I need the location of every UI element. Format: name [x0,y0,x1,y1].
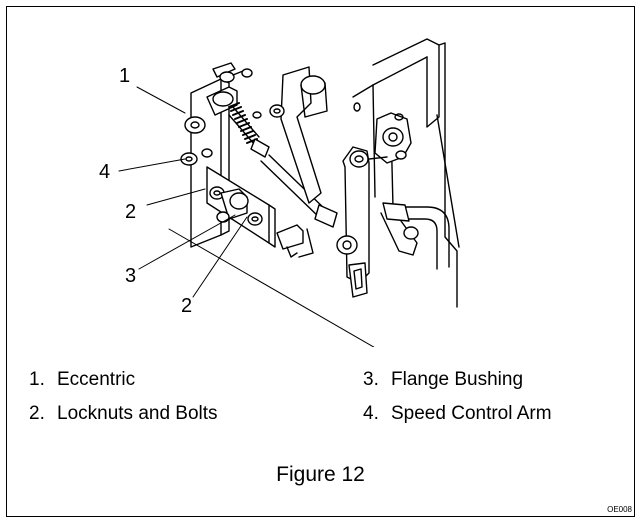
callout-2-lower: 2 [181,295,193,317]
legend-text: Locknuts and Bolts [57,403,218,424]
legend-item-4: 4. Speed Control Arm [363,403,552,425]
callout-3: 3 [125,265,137,287]
speed-control-arm-part [342,112,412,284]
callout-4: 4 [99,161,111,183]
legend-text: Speed Control Arm [391,403,552,424]
guide-line [168,228,375,347]
leader-lines [118,86,248,298]
legend-number: 4. [363,403,379,424]
control-tube [380,202,450,270]
legend-number: 1. [29,369,45,390]
legend-text: Flange Bushing [391,369,524,390]
mechanism-illustration [118,38,460,347]
callout-2-upper: 2 [125,201,137,223]
legend-item-1: 1. Eccentric [29,369,135,391]
legend-text: Eccentric [57,369,136,390]
rear-cylinder [252,66,361,204]
figure-caption: Figure 12 [276,463,365,486]
callout-1: 1 [119,65,131,87]
spring-rod [228,102,338,228]
figure-code: OE008 [607,505,632,514]
legend-number: 2. [29,403,45,424]
eccentric-assembly [184,62,253,134]
legend-item-2: 2. Locknuts and Bolts [29,403,218,425]
legend-item-3: 3. Flange Bushing [363,369,523,391]
figure-frame: 1 4 2 3 2 1. Eccentric 2. Locknuts and Bol… [6,6,635,517]
legend-number: 3. [363,369,379,390]
